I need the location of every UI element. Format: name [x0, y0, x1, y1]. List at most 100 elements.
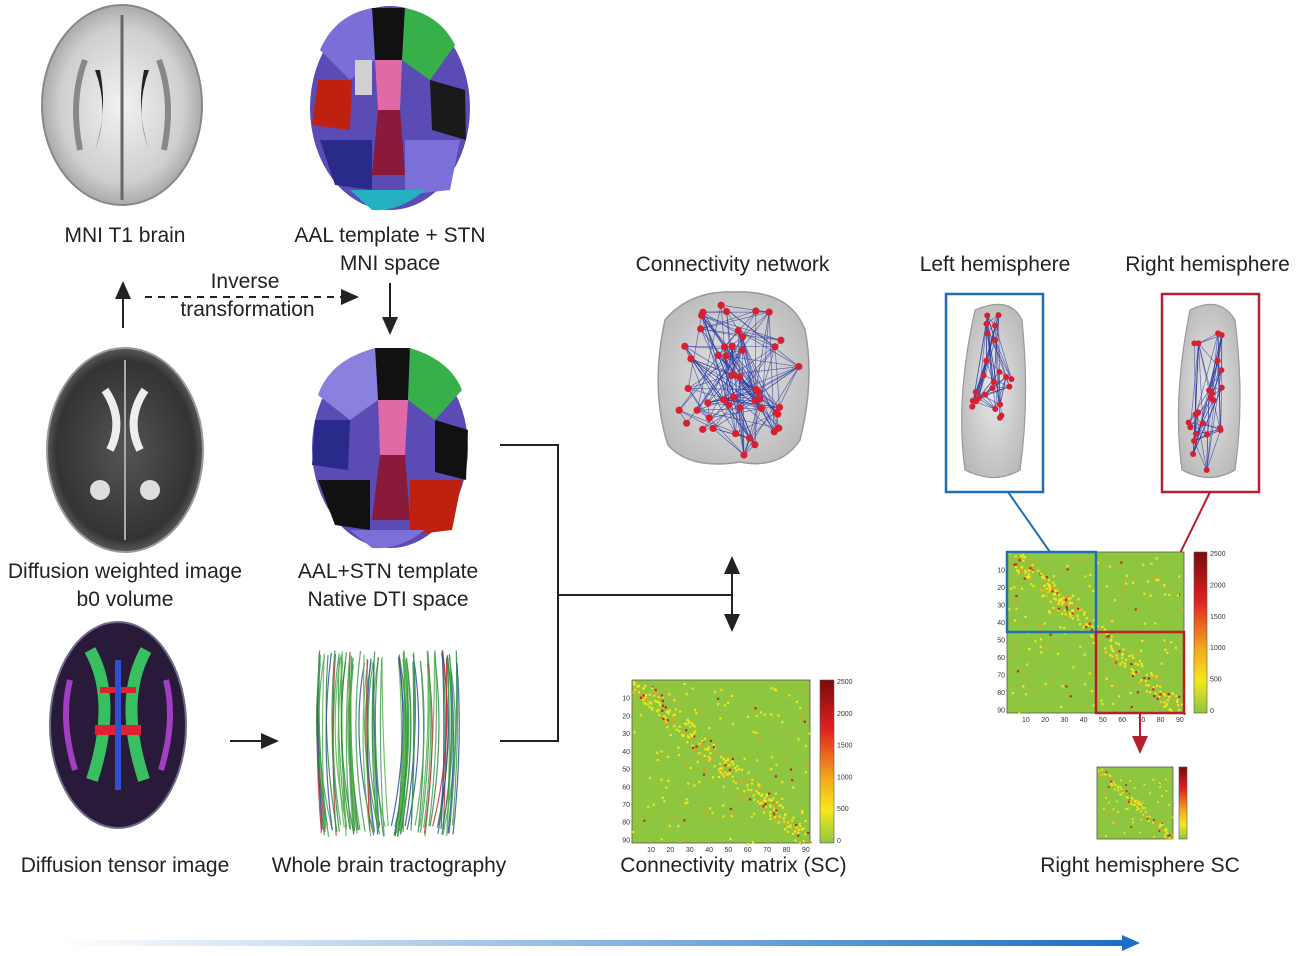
matrix-cell — [637, 694, 640, 697]
x-tick-label: 80 — [783, 847, 791, 854]
matrix-cell — [769, 817, 772, 821]
matrix-cell — [1131, 654, 1134, 657]
matrix-cell — [1163, 584, 1166, 587]
network-edge — [1194, 343, 1197, 434]
matrix-cell — [760, 786, 763, 789]
network-node — [982, 391, 989, 398]
x-tick-label: 40 — [1080, 717, 1088, 724]
matrix-cell — [722, 815, 725, 818]
matrix-cell — [1138, 831, 1141, 834]
matrix-cell — [636, 685, 639, 688]
matrix-cell — [738, 768, 741, 771]
x-tick-label: 50 — [725, 847, 733, 854]
matrix-cell — [1009, 587, 1013, 590]
matrix-cell — [1104, 797, 1107, 799]
matrix-cell — [1032, 689, 1035, 692]
matrix-cell — [1059, 626, 1062, 629]
matrix-cell — [1165, 790, 1168, 792]
matrix-cell — [806, 708, 809, 712]
matrix-cell — [722, 758, 725, 761]
matrix-cell — [743, 790, 746, 793]
matrix-cell — [1096, 625, 1099, 628]
matrix-cell — [688, 736, 691, 739]
matrix-cell — [1135, 671, 1138, 674]
matrix-cell — [1135, 799, 1138, 802]
matrix-cell — [642, 698, 645, 701]
matrix-cell — [1135, 654, 1139, 657]
matrix-cell — [1015, 600, 1018, 603]
matrix-cell — [1113, 660, 1116, 663]
matrix-cell — [1105, 835, 1108, 837]
matrix-cell — [1030, 583, 1033, 586]
matrix-cell — [733, 813, 736, 817]
matrix-cell — [1086, 624, 1089, 628]
matrix-cell — [1023, 577, 1026, 580]
label-tractography: Whole brain tractography — [271, 854, 507, 877]
network-edge — [713, 428, 750, 439]
matrix-cell — [768, 811, 772, 814]
matrix-cell — [698, 707, 701, 710]
matrix-cell — [1117, 785, 1120, 788]
matrix-cell — [1159, 823, 1162, 826]
matrix-cell — [692, 746, 695, 750]
matrix-cell — [724, 760, 728, 763]
network-edge — [742, 311, 770, 338]
matrix-cell — [650, 702, 653, 705]
matrix-cell — [703, 737, 707, 740]
matrix-cell — [1128, 655, 1131, 658]
network-edge — [761, 408, 779, 429]
matrix-cell — [1069, 597, 1072, 600]
matrix-cell — [1020, 565, 1023, 569]
matrix-cell — [1141, 639, 1144, 643]
matrix-cell — [719, 717, 722, 720]
matrix-cell — [1015, 569, 1019, 572]
matrix-cell — [1150, 672, 1153, 675]
network-node — [771, 343, 779, 351]
matrix-cell — [1014, 555, 1017, 558]
matrix-cell — [1110, 647, 1113, 650]
matrix-cell — [792, 816, 795, 819]
network-node — [1191, 340, 1198, 347]
matrix-cell — [686, 718, 689, 721]
matrix-cell — [1132, 577, 1136, 580]
matrix-cell — [727, 764, 730, 767]
right-hemisphere-box — [1160, 292, 1261, 494]
matrix-cell — [664, 706, 667, 709]
matrix-cell — [734, 781, 738, 784]
matrix-cell — [1031, 570, 1034, 573]
colorbar-tick-label: 2000 — [837, 711, 853, 718]
matrix-cell — [1136, 808, 1138, 811]
matrix-cell — [699, 745, 702, 749]
matrix-cell — [1105, 585, 1108, 588]
matrix-cell — [1143, 622, 1146, 625]
matrix-cell — [672, 714, 675, 717]
matrix-cell — [1124, 650, 1128, 653]
network-edge — [755, 312, 770, 390]
aal-template-native-image — [312, 348, 468, 549]
matrix-cell — [1164, 694, 1167, 697]
matrix-cell — [795, 700, 799, 704]
matrix-cell — [683, 682, 686, 685]
matrix-cell — [1134, 662, 1137, 665]
matrix-cell — [689, 766, 692, 770]
matrix-cell — [752, 794, 755, 797]
y-tick-label: 30 — [997, 603, 1005, 610]
network-node — [736, 404, 744, 412]
matrix-cell — [685, 723, 688, 726]
fiber — [452, 662, 460, 835]
matrix-cell — [1170, 832, 1173, 835]
network-node — [995, 312, 1002, 319]
matrix-cell — [701, 753, 704, 756]
matrix-cell — [1029, 577, 1032, 580]
matrix-cell — [1171, 692, 1175, 695]
matrix-cell — [1049, 600, 1052, 604]
matrix-cell — [660, 838, 663, 841]
matrix-cell — [667, 712, 670, 715]
x-tick-label: 70 — [1137, 717, 1145, 724]
matrix-cell — [1102, 641, 1105, 645]
matrix-cell — [778, 815, 781, 818]
network-node — [752, 307, 760, 315]
matrix-cell — [687, 722, 690, 725]
matrix-cell — [713, 765, 716, 768]
matrix-cell — [1015, 594, 1018, 597]
